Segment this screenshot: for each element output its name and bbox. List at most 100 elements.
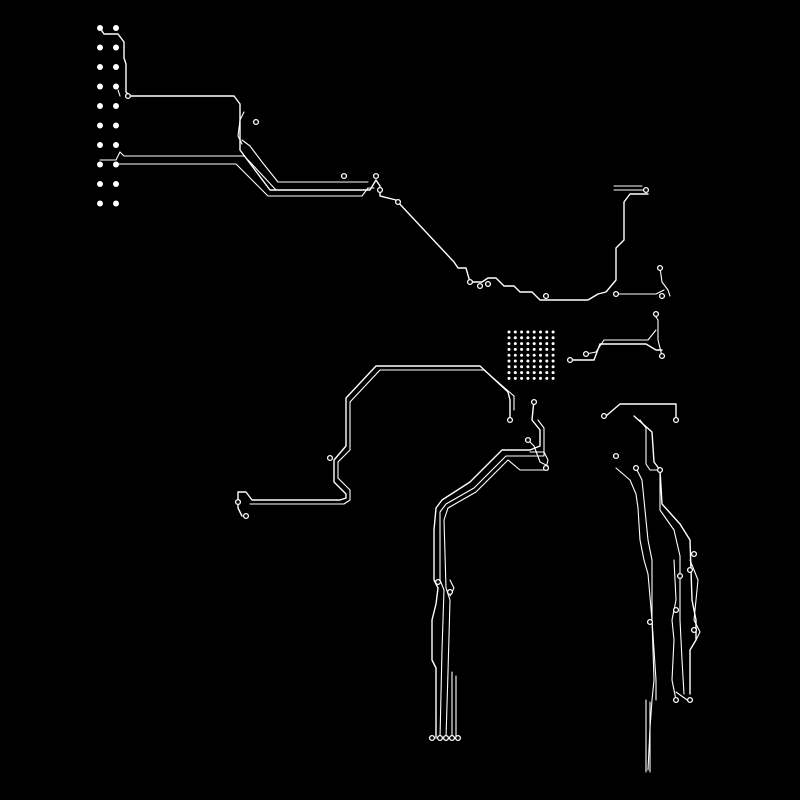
bga-ball-icon bbox=[507, 336, 511, 340]
bga-ball-icon bbox=[551, 371, 555, 375]
via-icon bbox=[566, 356, 574, 364]
via-icon bbox=[656, 466, 664, 474]
bga-ball-icon bbox=[507, 330, 511, 334]
bga-ball-icon bbox=[539, 353, 542, 357]
via-icon bbox=[252, 118, 260, 126]
bga-ball-icon bbox=[532, 342, 536, 346]
via-icon bbox=[690, 550, 698, 558]
bga-ball-icon bbox=[545, 359, 549, 363]
trace-bga-right-1 bbox=[569, 343, 663, 361]
pad-icon bbox=[97, 122, 103, 129]
via-icon bbox=[530, 398, 538, 406]
trace-rbus-5 bbox=[671, 559, 677, 701]
pad-icon bbox=[113, 181, 119, 187]
pad-icon bbox=[113, 103, 119, 109]
bga-ball-icon bbox=[551, 359, 555, 363]
bga-ball-icon bbox=[520, 353, 524, 357]
bga-ball-icon bbox=[513, 330, 517, 334]
trace-rbus-3 bbox=[639, 419, 685, 695]
via-icon bbox=[372, 172, 380, 180]
via-icon bbox=[242, 512, 250, 520]
bga-ball-icon bbox=[545, 376, 549, 380]
trace-rbus-2 bbox=[615, 467, 655, 771]
bga-ball-icon bbox=[539, 342, 542, 346]
bga-ball-icon bbox=[520, 371, 524, 375]
bga-ball-icon bbox=[507, 342, 511, 346]
bga-ball-icon bbox=[545, 365, 549, 369]
bga-ball-icon bbox=[539, 365, 542, 369]
bga-ball-icon bbox=[539, 371, 542, 375]
bga-ball-icon bbox=[551, 347, 555, 351]
via-icon bbox=[340, 172, 348, 180]
bga-ball-icon bbox=[513, 365, 517, 369]
bga-ball-icon bbox=[526, 336, 530, 340]
via-icon bbox=[642, 186, 650, 194]
bga-ball-icon bbox=[507, 359, 511, 363]
bga-ball-icon bbox=[545, 330, 549, 334]
trace-group-top bbox=[99, 27, 671, 301]
pad-icon bbox=[97, 83, 103, 90]
bga-ball-icon bbox=[545, 371, 549, 375]
bga-ball-icon bbox=[532, 376, 536, 380]
via-icon bbox=[676, 572, 684, 580]
bga-ball-icon bbox=[507, 353, 511, 357]
via-icon bbox=[326, 454, 334, 462]
via-icon bbox=[448, 734, 456, 742]
bga-ball-icon bbox=[513, 353, 517, 357]
bga-ball-icon bbox=[507, 376, 511, 380]
bga-ball-icon bbox=[526, 353, 530, 357]
via-icon bbox=[434, 578, 442, 586]
pad-icon bbox=[97, 44, 103, 51]
via-icon bbox=[234, 498, 242, 506]
trace-bga-right-2 bbox=[585, 329, 657, 355]
via-icon bbox=[476, 282, 484, 290]
bga-ball-icon bbox=[520, 342, 524, 346]
trace-right-3 bbox=[659, 267, 671, 297]
bga-ball-icon bbox=[539, 359, 542, 363]
trace-group-center-bus bbox=[431, 399, 549, 739]
bga-ball-icon bbox=[520, 336, 524, 340]
bga-ball-icon bbox=[513, 359, 517, 363]
bga-ball-icon bbox=[526, 359, 530, 363]
bga-ball-icon bbox=[532, 359, 536, 363]
pad-icon bbox=[113, 44, 119, 51]
via-icon bbox=[428, 734, 436, 742]
bga-ball-icon bbox=[520, 359, 524, 363]
trace-bus-3 bbox=[443, 439, 549, 739]
bga-ball-icon bbox=[513, 371, 517, 375]
via-icon bbox=[542, 292, 550, 300]
bga-ball-icon bbox=[545, 347, 549, 351]
bga-ball-icon bbox=[513, 376, 517, 380]
trace-rbus-1 bbox=[633, 415, 697, 695]
via-icon bbox=[658, 352, 666, 360]
bga-ball-icon bbox=[551, 376, 555, 380]
via-icon bbox=[436, 734, 444, 742]
pad-icon bbox=[113, 142, 119, 148]
pad-icon bbox=[113, 83, 119, 90]
pad-icon bbox=[97, 161, 103, 168]
bga-ball-icon bbox=[513, 347, 517, 351]
via-icon bbox=[690, 626, 698, 634]
trace-bus-1 bbox=[431, 399, 541, 739]
bga-ball-icon bbox=[513, 342, 517, 346]
bga-ball-icon bbox=[526, 347, 530, 351]
bga-ball-icon bbox=[532, 353, 536, 357]
bga-ball-icon bbox=[507, 365, 511, 369]
bga-ball-icon bbox=[539, 330, 542, 334]
via-icon bbox=[632, 464, 640, 472]
bga-chip bbox=[507, 330, 555, 380]
pad-icon bbox=[97, 200, 103, 207]
trace-rbus-6 bbox=[689, 559, 701, 641]
bga-ball-icon bbox=[539, 336, 542, 340]
bga-ball-icon bbox=[532, 371, 536, 375]
trace-bus-2 bbox=[439, 419, 545, 739]
trace-group-right-bus bbox=[605, 403, 701, 773]
via-icon bbox=[658, 292, 666, 300]
bga-ball-icon bbox=[551, 342, 555, 346]
bga-ball-icon bbox=[551, 365, 555, 369]
bga-ball-icon bbox=[551, 336, 555, 340]
trace-group-left-loop bbox=[237, 365, 515, 517]
pad-icon bbox=[97, 181, 103, 187]
bga-ball-icon bbox=[507, 347, 511, 351]
